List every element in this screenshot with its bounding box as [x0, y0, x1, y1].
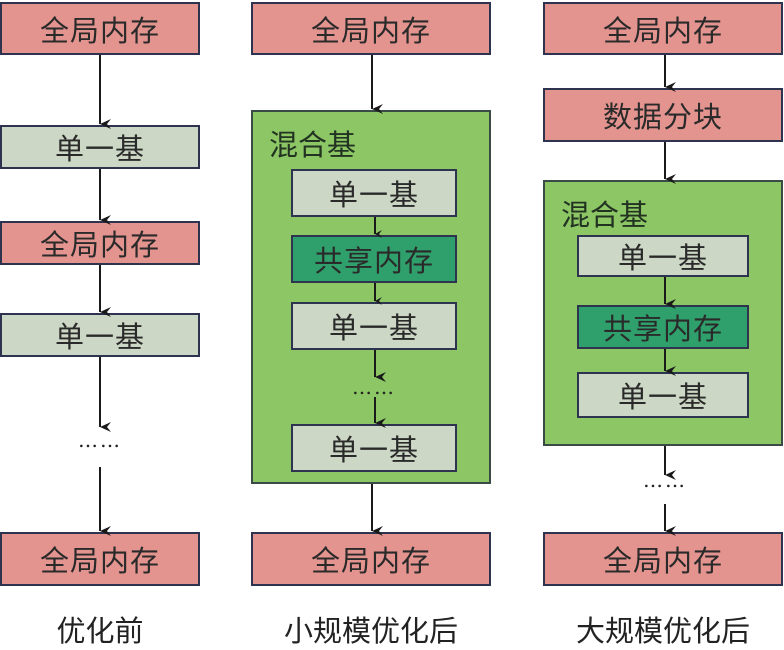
col3-shared-memory: 共享内存: [577, 305, 749, 349]
label: 单一基: [617, 380, 708, 414]
col2-shared-memory: 共享内存: [291, 235, 457, 283]
col2-global-memory-bottom: 全局内存: [251, 532, 491, 586]
col2-global-memory-top: 全局内存: [251, 2, 491, 55]
label: 全局内存: [310, 13, 431, 48]
col3-single-radix-2: 单一基: [577, 372, 749, 418]
col1-single-radix-1: 单一基: [0, 125, 200, 169]
label: 全局内存: [39, 13, 160, 48]
col3-global-memory-bottom: 全局内存: [543, 532, 783, 586]
label: 全局内存: [310, 544, 431, 578]
label: 共享内存: [313, 244, 434, 278]
col3-single-radix-1: 单一基: [577, 235, 749, 277]
col3-global-memory-top: 全局内存: [543, 2, 783, 55]
col3-data-chunking: 数据分块: [543, 88, 783, 142]
label: 全局内存: [602, 544, 723, 578]
label: 数据分块: [602, 100, 723, 134]
label: 全局内存: [602, 13, 723, 48]
col3-ellipsis: ……: [643, 468, 687, 492]
col2-ellipsis: ……: [352, 375, 396, 399]
label: 单一基: [54, 320, 145, 354]
label: 单一基: [617, 241, 708, 275]
label: 单一基: [328, 311, 419, 345]
col1-caption: 优化前: [56, 614, 144, 648]
label: 共享内存: [602, 312, 723, 346]
label: 全局内存: [39, 228, 160, 262]
col2-single-radix-3: 单一基: [291, 424, 457, 472]
label: 单一基: [54, 132, 145, 166]
col2-caption: 小规模优化后: [283, 614, 458, 648]
col2-single-radix-2: 单一基: [291, 302, 457, 350]
col2-single-radix-1: 单一基: [291, 169, 457, 217]
col3-caption: 大规模优化后: [575, 614, 750, 648]
col2-hybrid-title: 混合基: [269, 128, 357, 162]
label: 单一基: [328, 433, 419, 467]
label: 全局内存: [39, 544, 160, 578]
col1-single-radix-2: 单一基: [0, 313, 200, 357]
col1-global-memory-1: 全局内存: [0, 2, 200, 55]
col1-ellipsis: ……: [78, 428, 122, 452]
label: 单一基: [328, 178, 419, 212]
col3-hybrid-title: 混合基: [561, 198, 649, 232]
col1-global-memory-2: 全局内存: [0, 221, 200, 265]
col1-global-memory-3: 全局内存: [0, 532, 200, 586]
